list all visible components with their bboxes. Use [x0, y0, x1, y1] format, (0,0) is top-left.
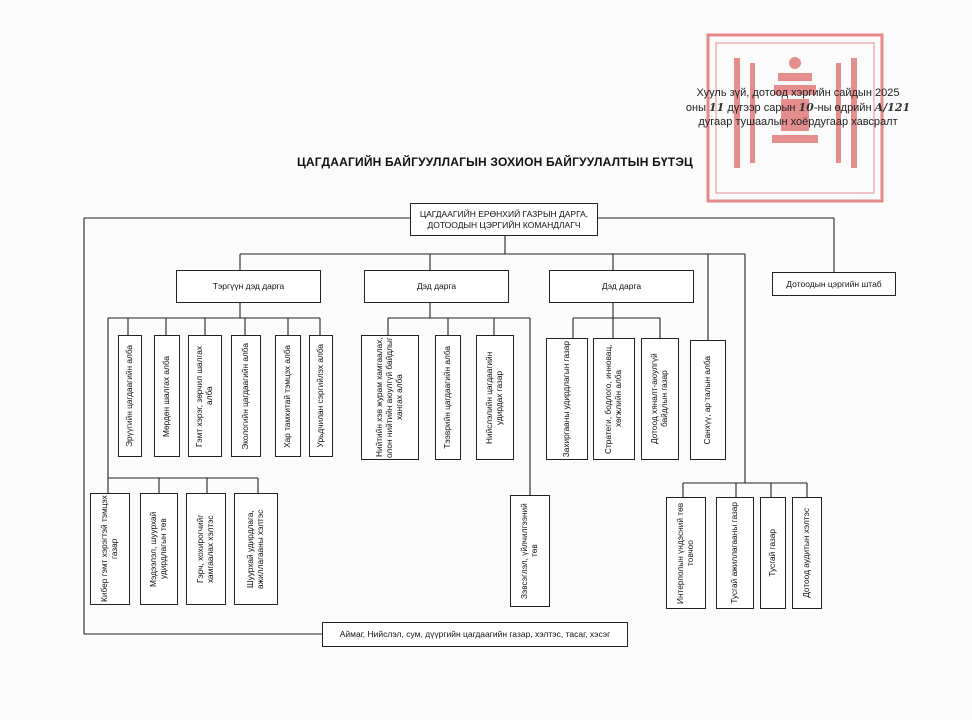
unit-prevention: Урьдчилан сэргийлэх алба — [309, 335, 333, 457]
unit-transport-police: Тээврийн цагдаагийн алба — [435, 335, 461, 460]
deputy-box-2: Дэд дарга — [364, 270, 509, 303]
unit-administration: Захиргааны удирдлагын газар — [546, 338, 588, 460]
unit-witness-protection: Гэрч, хохирогчийг хамгаалах хэлтэс — [186, 493, 226, 605]
unit-internal-audit: Дотоод аудитын хэлтэс — [792, 497, 822, 609]
unit-cybercrime: Кибер гэмт хэрэгтэй тэмцэх газар — [90, 493, 130, 605]
first-deputy-box: Тэргүүн дэд дарга — [176, 270, 321, 303]
unit-special-operations: Тусгай ажиллагааны газар — [716, 497, 754, 609]
unit-public-order: Нийтийн хэв журам хамгаалах, олон нийтий… — [361, 335, 419, 460]
unit-crime-violation: Гэмт хэрэг, зөрчил шалгах алба — [188, 335, 222, 457]
annotation-line-1: Хууль зүй, дотоод хэргийн сайдын 2025 — [696, 87, 900, 99]
unit-finance-logistics: Санхүү, ар талын алба — [690, 340, 726, 460]
unit-criminal-police: Эрүүгийн цагдаагийн алба — [118, 335, 142, 457]
unit-info-operations-center: Мэдээлэл, шуурхай удирдлагын төв — [140, 493, 178, 605]
unit-capital-police: Нийслэлийн цагдаагийн удирдах газар — [476, 335, 514, 460]
unit-internal-control: Дотоод хяналт-аюулгүй байдлын газар — [641, 338, 679, 460]
annotation-line-3: дугаар тушаалын хоёрдугаар хавсралт — [698, 115, 898, 128]
handwritten-day: 10 — [798, 100, 814, 114]
unit-anti-drug: Хар тамхитай тэмцэх алба — [275, 335, 301, 457]
unit-investigation: Мөрдөн шалгах алба — [154, 335, 180, 457]
chief-commander-box: ЦАГДААГИЙН ЕРӨНХИЙ ГАЗРЫН ДАРГА, ДОТООДЫ… — [410, 203, 598, 236]
unit-operations-management: Шуурхай удирдлага, ажиллагааны хэлтэс — [234, 493, 278, 605]
handwritten-month: 11 — [709, 100, 725, 114]
local-police-departments-box: Аймаг, Нийслэл, сум, дүүргийн цагдаагийн… — [322, 622, 628, 647]
unit-special-department: Тусгай газар — [760, 497, 786, 609]
deputy-box-3: Дэд дарга — [549, 270, 694, 303]
official-seal-stamp — [706, 33, 884, 203]
unit-armament-service: Зэвсэглэл, үйлчилгээний төв — [510, 495, 550, 607]
unit-interpol-ncb: Интерполын үндэсний төв товчоо — [666, 497, 706, 609]
handwritten-order-number: A/121 — [874, 100, 911, 114]
unit-ecology-police: Экологийн цагдаагийн алба — [231, 335, 261, 457]
order-annotation: Хууль зүй, дотоод хэргийн сайдын 2025 он… — [668, 87, 928, 129]
annotation-line-2: оны 11 дүгээр сарын 10-ны өдрийн A/121 — [685, 100, 911, 114]
page-title: ЦАГДААГИЙН БАЙГУУЛЛАГЫН ЗОХИОН БАЙГУУЛАЛ… — [296, 155, 694, 169]
unit-strategy-innovation: Стратеги, бодлого, инновац, хөгжлийн алб… — [593, 338, 635, 460]
internal-troops-hq-box: Дотоодын цэргийн штаб — [772, 272, 896, 296]
